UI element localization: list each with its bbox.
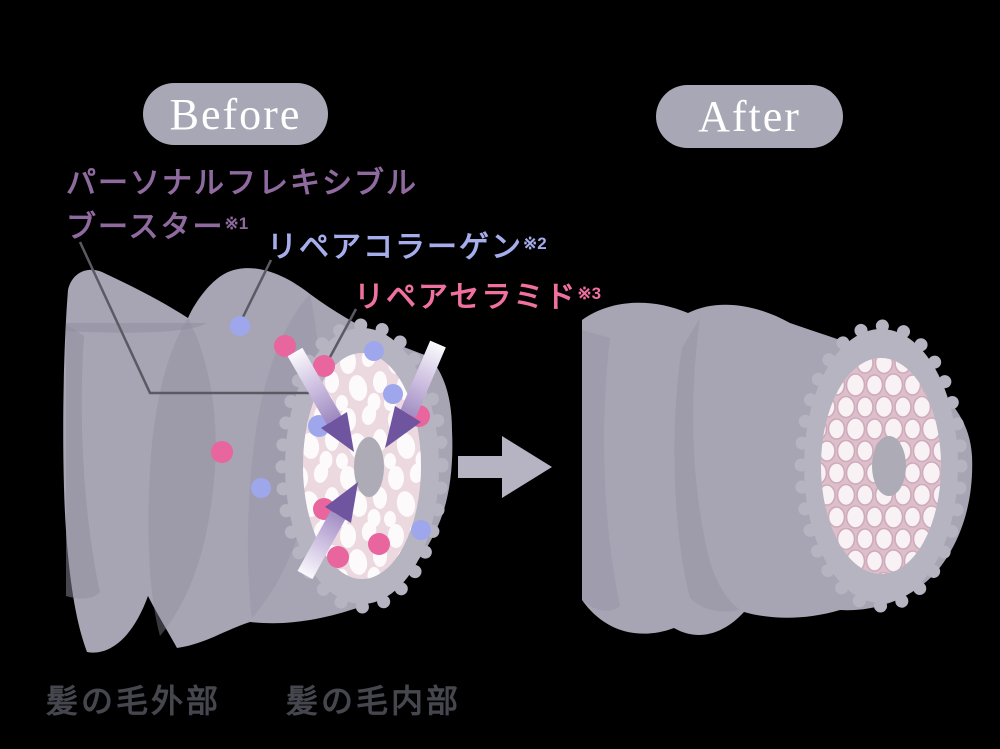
collagen-annotation: リペアコラーゲン※2 [267, 224, 547, 268]
penetration-arrow-top-left-icon [287, 347, 354, 452]
before-badge-label: Before [169, 89, 302, 139]
collagen-label: リペアコラーゲン [267, 231, 523, 264]
before-cuticle-ring-scallop [275, 318, 449, 614]
ceramide-dot [211, 441, 233, 463]
after-hair-edge-shade [582, 330, 620, 611]
booster-leader-line [78, 241, 322, 395]
collagen-note-mark: ※2 [523, 234, 547, 253]
ceramide-dot [274, 335, 296, 357]
before-after-arrow-icon [458, 436, 552, 498]
before-hair-illustration [63, 268, 453, 653]
ceramide-dot [368, 533, 390, 555]
after-medulla [872, 436, 906, 496]
after-hair-illustration [582, 302, 973, 635]
ceramide-dot [327, 546, 349, 568]
hair-outside-caption: 髪の毛外部 [46, 683, 222, 719]
booster-label-line1: パーソナルフレキシブル [66, 167, 418, 200]
before-medulla [354, 437, 384, 497]
before-badge: Before [143, 83, 328, 145]
collagen-leader-line [241, 259, 273, 318]
after-hair-fold-shade [674, 318, 740, 612]
ceramide-dot [313, 355, 335, 377]
collagen-dot [364, 341, 384, 361]
before-cuticle-edge-line [66, 323, 207, 333]
ceramide-leader-line [327, 308, 358, 360]
collagen-dot [383, 384, 403, 404]
penetration-arrows [287, 340, 446, 580]
after-badge-label: After [698, 92, 801, 141]
ingredient-dots [211, 316, 431, 568]
after-badge: After [656, 85, 843, 148]
ceramide-note-mark: ※3 [577, 284, 602, 303]
collagen-dot [411, 520, 431, 540]
ceramide-annotation: リペアセラミド※3 [354, 274, 601, 318]
after-cuticle-ring-scallop [794, 319, 968, 613]
booster-note-mark: ※1 [224, 214, 249, 233]
booster-label-line2: ブースター [66, 211, 225, 244]
ceramide-label: リペアセラミド [354, 281, 578, 314]
before-hair-edge-shade [66, 324, 100, 599]
before-hair-fold-shade-1 [148, 318, 216, 636]
penetration-arrow-bottom-left-icon [297, 482, 358, 580]
hair-inside-caption: 髪の毛内部 [286, 683, 462, 719]
booster-annotation: パーソナルフレキシブル ブースター※1 [66, 164, 418, 248]
collagen-dot [251, 478, 271, 498]
penetration-arrow-top-right-icon [385, 340, 446, 448]
collagen-dot [230, 316, 250, 336]
